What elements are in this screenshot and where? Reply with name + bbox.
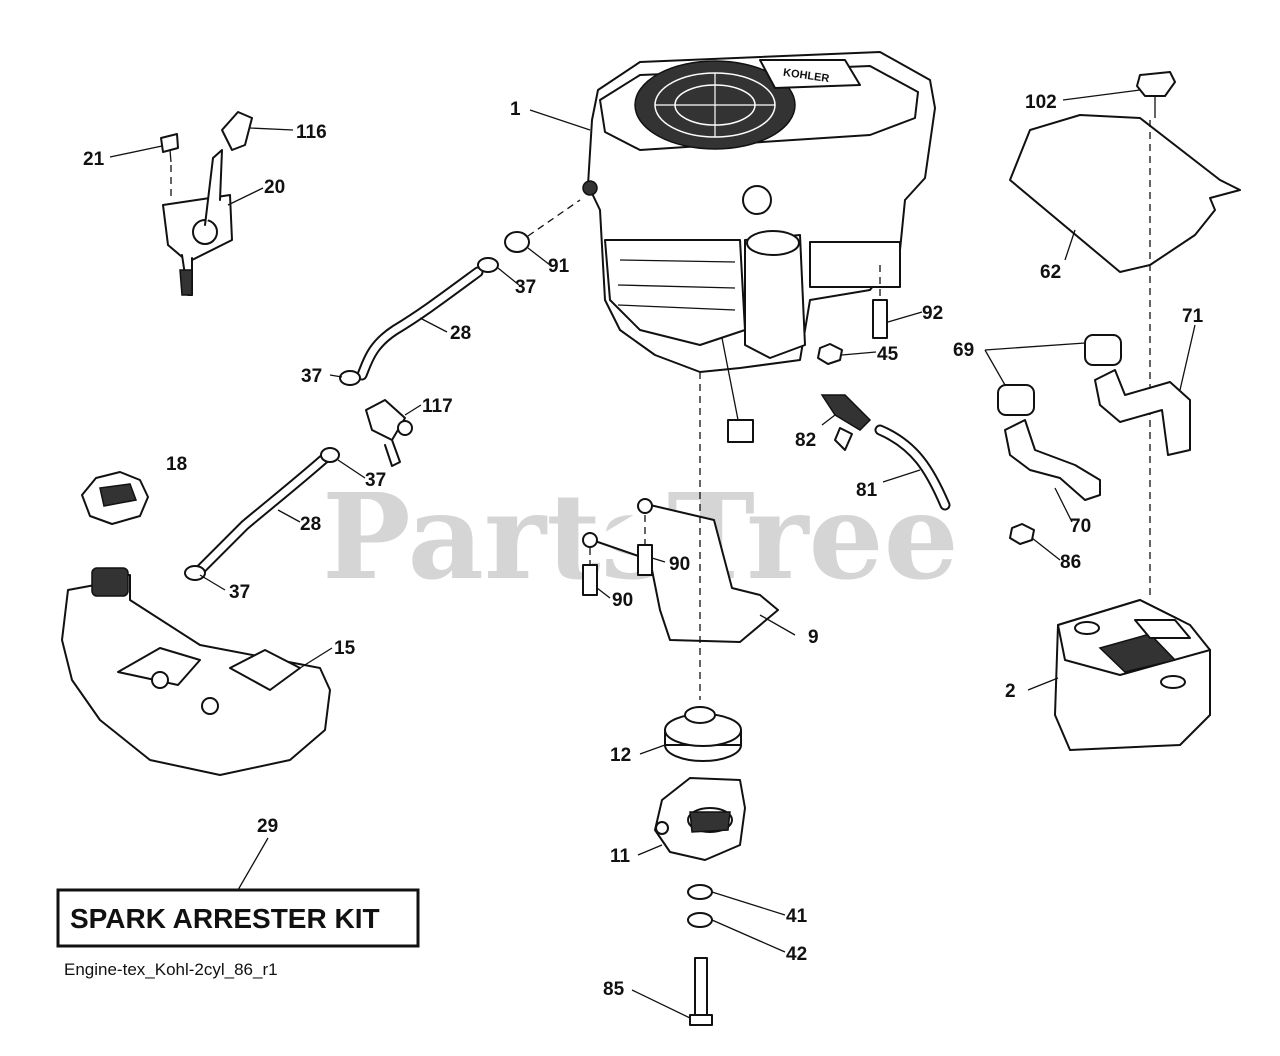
callout-85[interactable]: 85 [603,979,625,1000]
callout-41[interactable]: 41 [786,906,808,927]
bolt-part-90a[interactable] [637,515,653,576]
bolt-part-90b[interactable] [582,548,598,596]
nut-part-45[interactable] [817,343,843,365]
callout-29[interactable]: 29 [257,816,278,837]
spark-arrester-kit-box[interactable]: SPARK ARRESTER KIT [56,888,420,948]
callout-42[interactable]: 42 [786,944,807,965]
callout-18[interactable]: 18 [166,454,187,475]
callout-117[interactable]: 117 [422,396,453,417]
fuel-cap-part-18[interactable] [81,471,149,525]
washer-part-41[interactable] [687,884,713,900]
hose-clamp-part-37a[interactable] [477,257,499,273]
callout-21[interactable]: 21 [83,149,105,170]
connector-part-82[interactable] [820,394,872,451]
bolt-part-85[interactable] [689,957,713,1026]
callout-62[interactable]: 62 [1040,262,1061,283]
callout-labels: 1 102 116 21 20 91 37 28 37 117 62 92 45… [83,92,1204,1000]
callout-81[interactable]: 81 [856,480,878,501]
callout-102[interactable]: 102 [1025,92,1057,113]
spark-arrester-kit-label: SPARK ARRESTER KIT [70,903,380,934]
hose-clamp-part-37d[interactable] [184,565,206,581]
cap-part-102[interactable] [1136,71,1176,118]
pulley-part-12[interactable] [664,706,742,762]
callout-90[interactable]: 90 [669,554,690,575]
callout-69[interactable]: 69 [953,340,974,361]
hose-clamp-part-37c[interactable] [320,447,340,463]
callout-37[interactable]: 37 [365,470,386,491]
callout-37[interactable]: 37 [229,582,250,603]
callout-37[interactable]: 37 [515,277,536,298]
callout-82[interactable]: 82 [795,430,816,451]
throttle-knob-part-116[interactable] [221,111,253,151]
exhaust-pipe-part-71[interactable] [1094,369,1191,456]
gasket-part-69a[interactable] [1084,334,1122,366]
shutoff-valve-part-117[interactable] [365,399,413,467]
callout-15[interactable]: 15 [334,638,356,659]
heat-shield-part-62[interactable] [1009,114,1241,600]
muffler-part-2[interactable] [1054,599,1211,751]
exhaust-pipe-part-70[interactable] [1004,419,1101,501]
callout-90[interactable]: 90 [612,590,633,611]
callout-116[interactable]: 116 [296,122,327,143]
callout-28[interactable]: 28 [300,514,321,535]
callout-2[interactable]: 2 [1005,681,1016,702]
callout-37[interactable]: 37 [301,366,322,387]
callout-20[interactable]: 20 [264,177,285,198]
tube-part-81[interactable] [874,424,951,511]
hose-clamp-part-37b[interactable] [339,370,361,386]
fuel-hose-upper-part-28[interactable] [356,266,484,381]
engine-part-1[interactable]: KOHLER [582,51,936,443]
fuel-fitting-part-91[interactable] [504,199,581,253]
callout-9[interactable]: 9 [808,627,819,648]
bolt-part-21[interactable] [160,133,179,200]
callout-92[interactable]: 92 [922,303,943,324]
callout-11[interactable]: 11 [610,846,631,867]
bolt-part-92[interactable] [872,265,888,339]
electric-clutch-part-11[interactable] [654,777,746,861]
nut-part-86[interactable] [1009,523,1035,545]
fuel-hose-lower-part-28[interactable] [194,452,331,576]
callout-71[interactable]: 71 [1182,306,1204,327]
gasket-part-69b[interactable] [997,384,1035,416]
callout-70[interactable]: 70 [1070,516,1091,537]
fuel-tank-part-15[interactable] [61,567,331,776]
washer-part-42[interactable] [687,912,713,928]
callout-12[interactable]: 12 [610,745,631,766]
leader-lines [109,89,1196,1019]
bracket-part-9[interactable] [582,498,779,643]
callout-86[interactable]: 86 [1060,552,1081,573]
callout-28[interactable]: 28 [450,323,471,344]
callout-91[interactable]: 91 [548,256,570,277]
throttle-control-part-20[interactable] [162,149,233,296]
callout-1[interactable]: 1 [510,99,521,120]
callout-45[interactable]: 45 [877,344,899,365]
diagram-id-text: Engine-tex_Kohl-2cyl_86_r1 [64,960,278,979]
